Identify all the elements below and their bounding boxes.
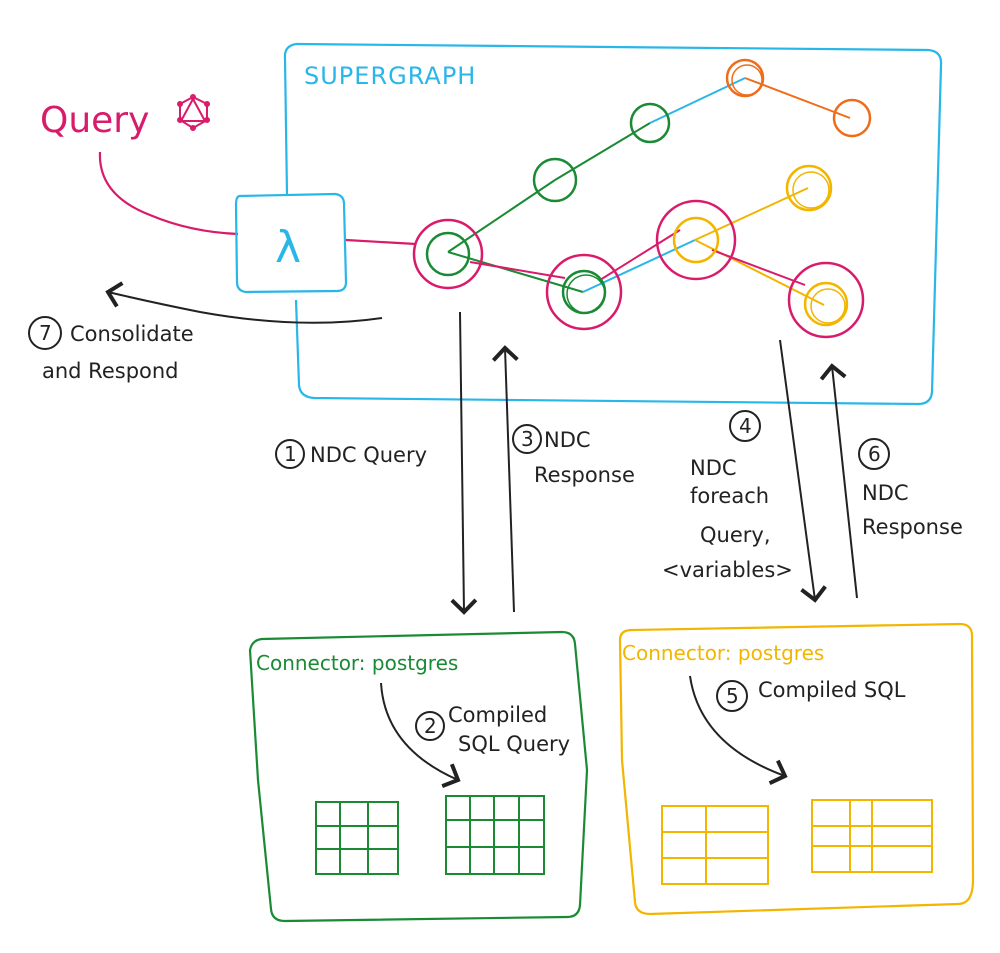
table-icon <box>445 795 545 875</box>
graph-node-fourth <box>787 261 865 339</box>
step-6-line-1: NDC <box>862 481 909 505</box>
lambda-engine-box: λ <box>234 192 348 294</box>
ndc-response-arrow-1 <box>491 345 519 613</box>
step-4-line-3: Query, <box>700 523 771 547</box>
ndc-query-arrow <box>450 311 478 615</box>
step-2-line-2: SQL Query <box>458 732 570 756</box>
graph-node-third <box>655 199 737 281</box>
graph-node-orange-right <box>832 98 872 138</box>
step-1-number: 1 <box>284 442 297 466</box>
step-7-line-1: Consolidate <box>70 322 194 346</box>
graphql-icon <box>177 94 210 131</box>
step-3-label: 3 NDC Response <box>512 424 635 487</box>
step-1-text: NDC Query <box>310 443 427 467</box>
supergraph-box: SUPERGRAPH <box>283 42 943 406</box>
step-3-number: 3 <box>521 427 534 451</box>
step-4-label: 4 NDC foreach Query, <variables> <box>662 410 793 582</box>
connector-box-green: Connector: postgres 2 Compiled SQL Query <box>248 630 589 923</box>
compiled-sql-query-arrow <box>380 682 461 789</box>
lambda-symbol: λ <box>275 222 301 273</box>
graph-edges <box>447 77 851 306</box>
supergraph-title: SUPERGRAPH <box>304 62 476 90</box>
step-6-line-2: Response <box>862 515 963 539</box>
graph-node-second <box>545 253 623 331</box>
step-3-badge <box>512 424 542 454</box>
step-7-line-2: and Respond <box>42 359 179 383</box>
step-1-label: 1 NDC Query <box>275 439 427 469</box>
table-icon <box>811 799 933 873</box>
step-5-label: 5 Compiled SQL <box>716 678 906 712</box>
step-7-number: 7 <box>39 321 52 345</box>
ndc-response-arrow-2 <box>819 363 858 599</box>
query-connector <box>98 151 239 236</box>
table-icon <box>661 805 769 885</box>
graph-node-green-mid <box>532 157 578 203</box>
step-6-badge <box>858 438 890 470</box>
step-2-line-1: Compiled <box>448 703 547 727</box>
connector-label-yellow: Connector: postgres <box>622 641 824 665</box>
graph-node-orange-top <box>725 58 765 98</box>
step-5-badge <box>716 680 748 712</box>
graph-nodes <box>412 58 872 339</box>
step-7-label: 7 Consolidate and Respond <box>28 316 194 383</box>
connector-box-yellow: Connector: postgres 5 Compiled SQL <box>618 622 975 916</box>
step-4-line-2: foreach <box>690 484 769 508</box>
lambda-to-root-edge <box>345 238 417 246</box>
compiled-sql-arrow <box>689 675 788 785</box>
step-7-badge <box>28 316 62 350</box>
step-5-text: Compiled SQL <box>758 678 906 702</box>
step-4-line-1: NDC <box>690 456 737 480</box>
consolidate-arrow <box>105 281 383 324</box>
table-icon <box>315 801 399 875</box>
graph-node-root <box>412 218 484 290</box>
step-3-line-1: NDC <box>544 428 591 452</box>
step-6-label: 6 NDC Response <box>858 438 963 539</box>
ndc-foreach-arrow <box>779 339 827 603</box>
graph-node-green-top <box>629 102 671 144</box>
step-2-badge <box>415 711 445 741</box>
query-label: Query <box>40 100 149 141</box>
step-2-label: 2 Compiled SQL Query <box>415 703 570 756</box>
step-4-badge <box>729 410 761 442</box>
step-4-number: 4 <box>739 414 752 438</box>
step-3-line-2: Response <box>534 463 635 487</box>
step-5-number: 5 <box>726 684 739 708</box>
step-4-line-4: <variables> <box>662 558 793 582</box>
connector-label-green: Connector: postgres <box>256 651 458 675</box>
step-1-badge <box>275 439 305 469</box>
step-2-number: 2 <box>424 714 437 738</box>
query-label-group: Query <box>40 94 210 141</box>
graph-node-yellow-top <box>785 164 833 212</box>
step-6-number: 6 <box>868 442 881 466</box>
